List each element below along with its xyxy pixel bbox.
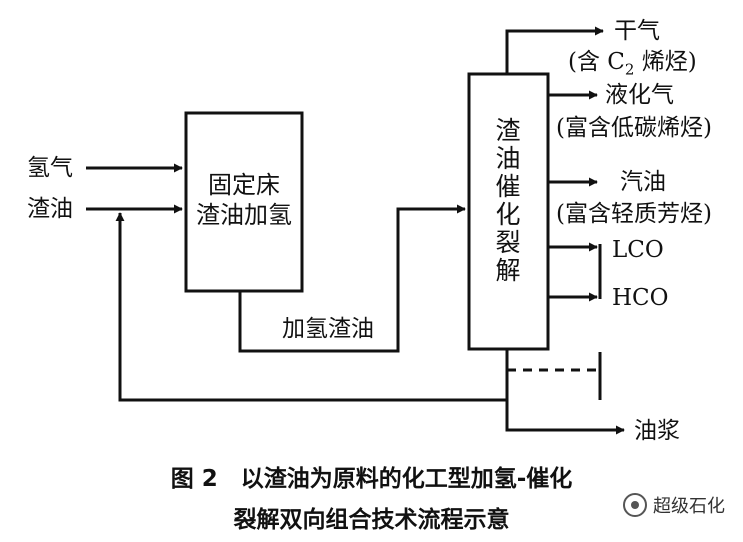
wechat-icon bbox=[623, 493, 647, 517]
hydro-residue-line bbox=[238, 204, 466, 353]
fcc-char: 油 bbox=[495, 144, 521, 173]
hydro-residue-label: 加氢渣油 bbox=[282, 316, 374, 342]
residue-label: 渣油 bbox=[27, 196, 73, 222]
fixed-bed-label: 固定床 渣油加氢 bbox=[186, 170, 302, 230]
fcc-char: 化 bbox=[495, 200, 521, 229]
slurry-arrow bbox=[505, 400, 625, 435]
watermark-text: 超级石化 bbox=[653, 496, 725, 517]
dry-gas-note: (含 C2 烯烃) bbox=[568, 49, 697, 79]
lco-label: LCO bbox=[612, 237, 664, 263]
dry-gas-arrow bbox=[505, 26, 604, 74]
recycle-line bbox=[115, 212, 509, 402]
fixed-bed-box bbox=[184, 111, 304, 293]
hco-label: HCO bbox=[612, 285, 669, 311]
dry-gas-label: 干气 bbox=[614, 18, 660, 44]
fcc-char: 解 bbox=[495, 256, 521, 285]
fixed-bed-line1: 固定床 bbox=[208, 171, 280, 199]
fcc-char: 催 bbox=[495, 172, 521, 201]
gasoline-note: (富含轻质芳烃) bbox=[556, 201, 712, 227]
figure-caption-line2: 裂解双向组合技术流程示意 bbox=[233, 507, 510, 533]
fcc-label: 渣 油 催 化 裂 解 bbox=[493, 117, 523, 285]
hydrogen-label: 氢气 bbox=[27, 155, 73, 181]
watermark: 超级石化 bbox=[623, 492, 725, 518]
lpg-note: (富含低碳烯烃) bbox=[556, 115, 712, 141]
gasoline-label: 汽油 bbox=[620, 169, 666, 195]
figure-caption-line1: 图 2 以渣油为原料的化工型加氢-催化 bbox=[170, 466, 573, 492]
fcc-char: 渣 bbox=[495, 116, 521, 145]
fixed-bed-line2: 渣油加氢 bbox=[196, 201, 292, 229]
fcc-char: 裂 bbox=[495, 228, 521, 257]
slurry-label: 油浆 bbox=[634, 418, 680, 444]
lpg-label: 液化气 bbox=[605, 82, 674, 108]
